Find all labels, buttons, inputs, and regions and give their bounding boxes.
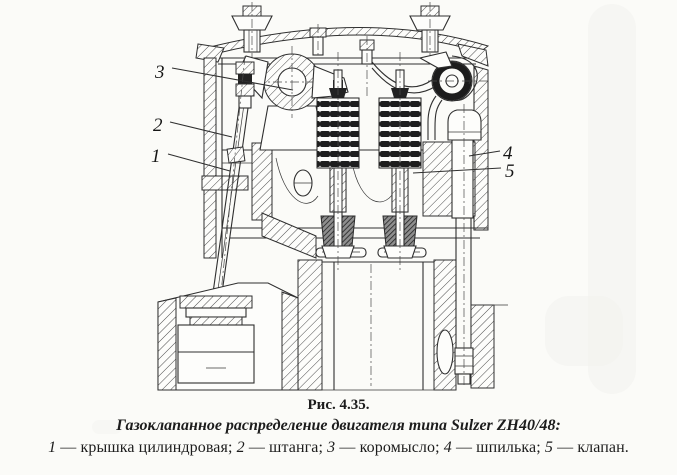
callout-leaders xyxy=(167,67,502,174)
legend-item: 3 — коромысло; xyxy=(327,439,444,456)
figure-number: Рис. 4.35. xyxy=(307,397,370,413)
legend-dash: — xyxy=(451,439,477,456)
callout-2: 2 xyxy=(153,115,163,136)
legend-item-number: 4 xyxy=(443,439,452,456)
scan-artifact xyxy=(92,420,122,434)
legend-dash: — xyxy=(56,439,81,456)
figure-title: Газоклапанное распределение двигателя ти… xyxy=(116,417,561,434)
legend-item-name: коромысло xyxy=(359,439,436,456)
legend-item-number: 1 xyxy=(48,439,57,456)
legend-item-name: клапан xyxy=(577,439,625,456)
legend-item-number: 2 xyxy=(236,439,245,456)
legend-item-name: штанга xyxy=(269,439,319,456)
cylinder-block-section xyxy=(281,259,457,391)
legend-item: 2 — штанга; xyxy=(237,439,328,456)
legend-dash: — xyxy=(244,439,270,456)
legend-dash: — xyxy=(553,439,578,456)
legend-dash: — xyxy=(335,439,360,456)
engine-diagram: 3 2 1 4 5 xyxy=(151,2,515,391)
legend-item: 4 — шпилька; xyxy=(444,439,545,456)
legend-item-number: 3 xyxy=(327,439,336,456)
legend-separator: ; xyxy=(536,439,545,456)
figure-caption-block: Рис. 4.35. Газоклапанное распределение д… xyxy=(0,397,677,457)
callout-4: 4 xyxy=(503,143,513,164)
legend-separator: ; xyxy=(227,439,237,456)
cover-bolt xyxy=(409,2,451,58)
stud-part xyxy=(447,104,508,389)
legend-item-number: 5 xyxy=(544,439,553,456)
cover-bolt xyxy=(231,2,273,58)
legend-separator: ; xyxy=(435,439,444,456)
scan-artifact xyxy=(545,296,623,366)
callout-5: 5 xyxy=(505,161,515,182)
legend-separator: . xyxy=(624,439,629,456)
cover-small-bolt xyxy=(309,24,375,96)
valve-part xyxy=(316,52,422,270)
pushrod-part xyxy=(211,55,255,383)
callout-1: 1 xyxy=(151,146,161,167)
legend-separator: ; xyxy=(318,439,328,456)
figure-legend: 1 — крышка цилиндровая; 2 — штанга; 3 — … xyxy=(0,439,677,457)
legend-item: 1 — крышка цилиндровая; xyxy=(48,439,237,456)
legend-item: 5 — клапан. xyxy=(545,439,629,456)
callout-3: 3 xyxy=(154,62,165,83)
rocker-arm-part xyxy=(237,46,488,151)
legend-item-name: шпилька xyxy=(476,439,537,456)
legend-item-name: крышка цилиндровая xyxy=(80,439,228,456)
tappet-housing xyxy=(157,282,299,391)
